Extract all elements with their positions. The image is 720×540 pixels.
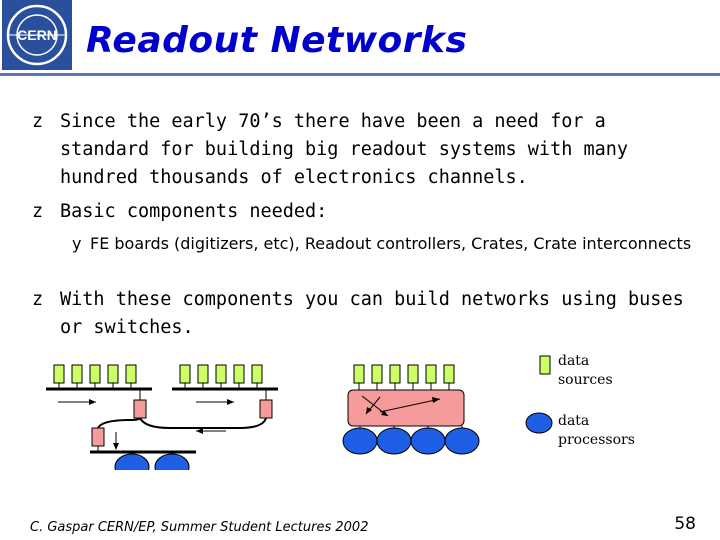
- data-source-box: [251, 364, 263, 384]
- data-processor: [154, 453, 190, 470]
- legend-processors-label: data processors: [558, 413, 635, 448]
- data-sources-group: [53, 364, 455, 390]
- title-rule: [0, 73, 720, 76]
- data-source-box: [407, 364, 419, 384]
- readout-controller: [133, 399, 147, 419]
- data-processor: [376, 427, 412, 455]
- readout-controller: [259, 399, 273, 419]
- data-source-box: [371, 364, 383, 384]
- data-source-box: [443, 364, 455, 384]
- data-processor: [410, 427, 446, 455]
- legend-processor-symbol: [525, 412, 553, 434]
- data-source-box: [197, 364, 209, 384]
- crate-interconnect: [97, 417, 141, 429]
- switch: [347, 389, 465, 427]
- footer-credit: C. Gaspar CERN/EP, Summer Student Lectur…: [30, 520, 369, 535]
- bullet-text: Basic components needed:: [60, 201, 328, 222]
- legend-source-symbol: [539, 355, 551, 375]
- sub-bullet-1: y FE boards (digitizers, etc), Readout c…: [72, 232, 692, 256]
- bullet-1: z Since the early 70’s there have been a…: [32, 108, 692, 192]
- data-source-box: [389, 364, 401, 384]
- bullet-2: z Basic components needed:: [32, 198, 692, 226]
- data-processor: [342, 427, 378, 455]
- cern-logo-text: CERN: [17, 27, 57, 43]
- bullet-text: Since the early 70’s there have been a n…: [60, 111, 629, 188]
- data-source-box: [353, 364, 365, 384]
- data-source-box: [233, 364, 245, 384]
- network-diagram: [46, 355, 553, 470]
- bullet-list: z Since the early 70’s there have been a…: [32, 108, 692, 342]
- legend-sources-label: data sources: [558, 353, 613, 388]
- data-processor: [444, 427, 480, 455]
- bullet-marker: z: [32, 289, 44, 310]
- data-source-box: [71, 364, 83, 384]
- bullet-text: FE boards (digitizers, etc), Readout con…: [90, 234, 692, 253]
- data-source-box: [125, 364, 137, 384]
- page-number: 58: [674, 514, 696, 534]
- data-processors-group: [114, 426, 480, 470]
- cern-logo: CERN: [2, 0, 72, 70]
- bullet-marker: y: [72, 234, 82, 253]
- data-source-box: [89, 364, 101, 384]
- data-source-box: [53, 364, 65, 384]
- data-source-box: [425, 364, 437, 384]
- readout-controller: [91, 427, 105, 447]
- data-source-box: [179, 364, 191, 384]
- data-source-box: [107, 364, 119, 384]
- bullet-marker: z: [32, 201, 44, 222]
- data-processor: [114, 453, 150, 470]
- slide-title: Readout Networks: [86, 20, 468, 61]
- bullet-marker: z: [32, 111, 44, 132]
- bullet-3: z With these components you can build ne…: [32, 286, 692, 342]
- crate-interconnect: [139, 417, 267, 429]
- data-source-box: [215, 364, 227, 384]
- bullet-text: With these components you can build netw…: [60, 289, 684, 338]
